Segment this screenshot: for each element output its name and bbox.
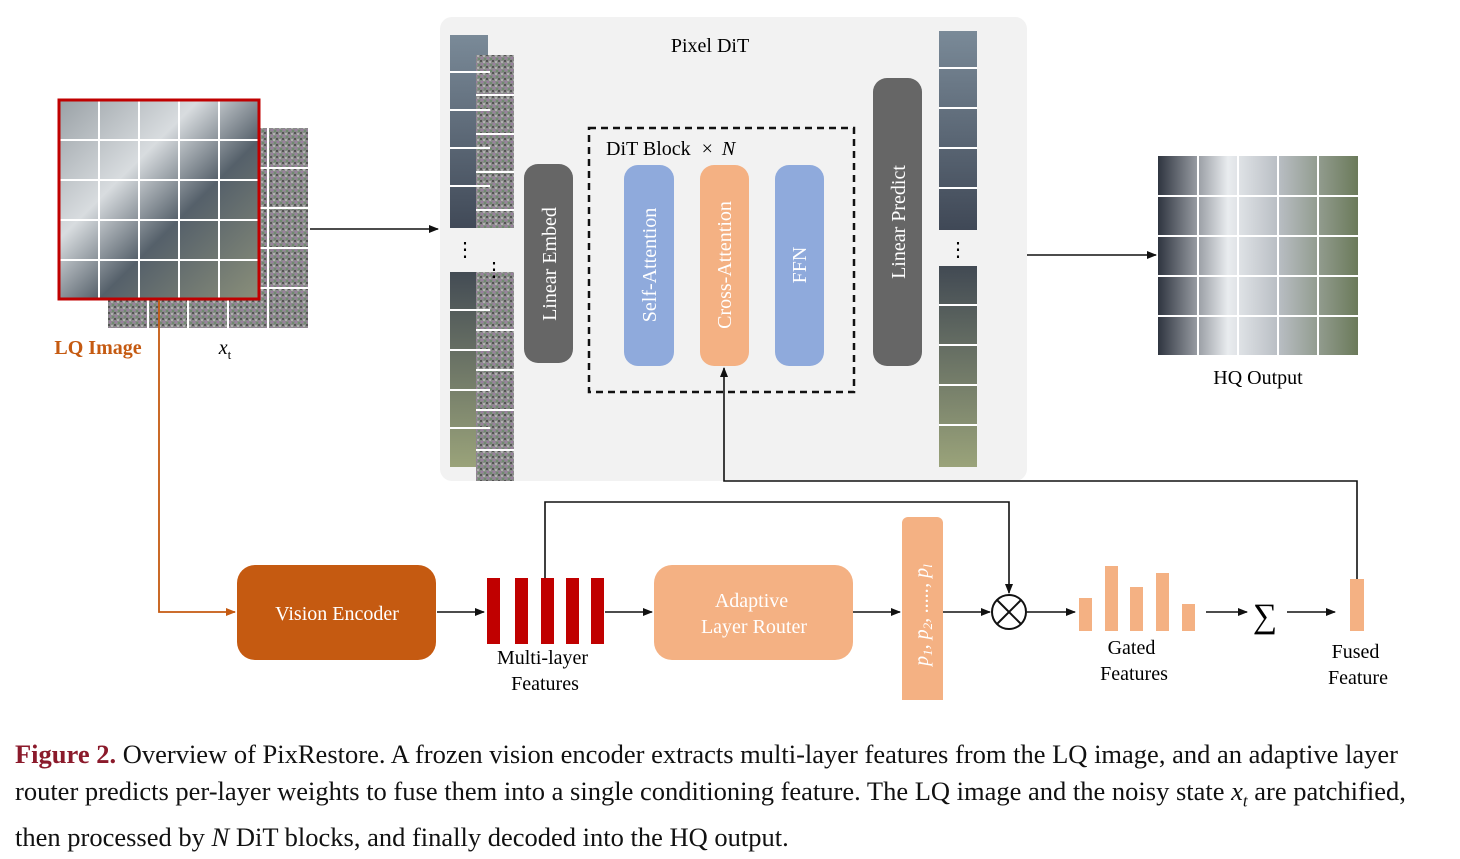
multiply-operator <box>991 594 1027 630</box>
self-attention-label: Self-Attention <box>639 208 661 322</box>
multi-layer-features-label: Multi-layer Features <box>497 647 593 695</box>
figure-label: Figure 2. <box>15 739 117 769</box>
gated-feature-bars <box>1079 566 1195 631</box>
self-attention-block <box>624 165 674 366</box>
layer-weights-block <box>902 517 943 708</box>
ffn-label: FFN <box>789 247 811 284</box>
vision-encoder-block <box>237 565 436 660</box>
hq-output-image <box>1158 156 1358 355</box>
arrow-features-skip-to-multiply <box>544 501 1013 594</box>
dit-block-title: DiT Block × N <box>606 138 737 160</box>
layer-weights-label: p1, p2, ....., pl <box>911 564 935 668</box>
caption-var-n: N <box>211 822 230 853</box>
lq-image <box>57 98 261 301</box>
caption-text-1: Overview of PixRestore. A frozen vision … <box>15 739 1398 806</box>
ffn-block <box>775 165 824 366</box>
fused-feature-bar <box>1350 579 1364 631</box>
linear-predict-block <box>873 78 922 366</box>
linear-embed-block <box>524 164 573 363</box>
output-strip-ellipsis: ⋮ <box>948 239 968 261</box>
figure-caption: Figure 2. Overview of PixRestore. A froz… <box>15 736 1447 856</box>
fused-feature-label: Fused Feature <box>1328 641 1388 689</box>
dit-block-box <box>587 126 856 394</box>
linear-predict-label: Linear Predict <box>888 165 910 279</box>
input-patch-strips <box>450 35 514 481</box>
caption-text-2: are patchified, then processed by <box>15 775 1406 853</box>
gated-features-label: Gated Features <box>1100 637 1168 685</box>
arrow-lq-to-encoder <box>158 300 236 616</box>
input-strip-ellipsis-1: ⋮ <box>455 239 475 261</box>
pixrestore-diagram: Pixel DiT ⋮ ⋮ Linear Embed DiT Block × N… <box>54 17 1388 708</box>
sum-operator: ∑ <box>1253 598 1277 635</box>
caption-var-x: x <box>1231 775 1243 806</box>
multi-layer-feature-bars <box>487 578 604 644</box>
adaptive-layer-router-block <box>654 565 853 660</box>
linear-embed-label: Linear Embed <box>539 207 561 321</box>
vision-encoder-label: Vision Encoder <box>275 603 399 625</box>
pixel-dit-title: Pixel DiT <box>671 35 749 57</box>
caption-var-x-sub: t <box>1242 790 1248 810</box>
xt-label: xt <box>218 337 232 362</box>
output-patch-strip <box>935 31 981 467</box>
input-strip-ellipsis-2: ⋮ <box>484 259 504 281</box>
hq-output-label: HQ Output <box>1213 367 1303 389</box>
lq-image-label: LQ Image <box>54 337 141 359</box>
cross-attention-block <box>700 165 749 366</box>
adaptive-layer-router-label: Adaptive Layer Router <box>701 590 807 638</box>
arrow-fused-to-cross-attention <box>720 367 1358 579</box>
cross-attention-label: Cross-Attention <box>714 201 736 329</box>
caption-text-3: DiT blocks, and finally decoded into the… <box>235 822 789 853</box>
